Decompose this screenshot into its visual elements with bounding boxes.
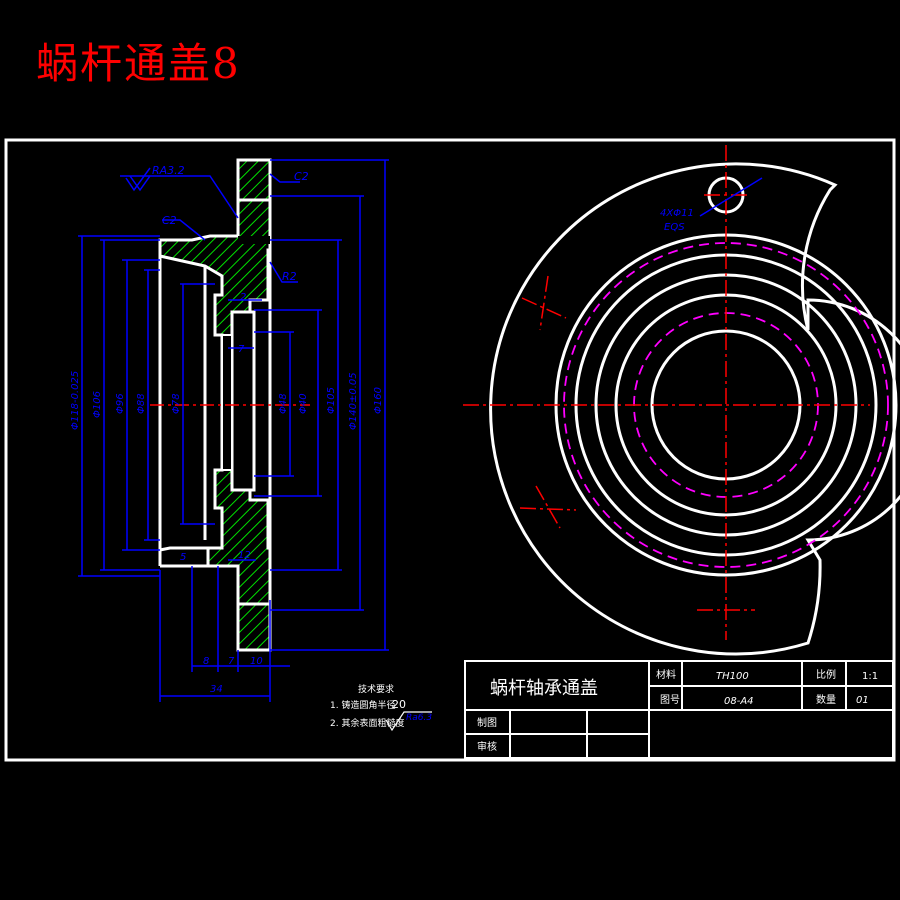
dim-l12: 12 xyxy=(238,550,251,561)
label-ra32: RA3.2 xyxy=(152,164,185,177)
title-block xyxy=(464,660,894,759)
drawing-frame xyxy=(4,138,896,762)
section-view: Φ118-0.025 Φ106 Φ96 Φ88 Φ78 Φ48 Φ40 Φ105… xyxy=(70,158,389,702)
label-eqs: EQS xyxy=(664,222,685,233)
label-c2-top: C2 xyxy=(294,170,309,183)
dim-l7a: 7 xyxy=(238,344,245,355)
dim-d48: Φ48 xyxy=(278,393,289,414)
drawing-no-label: 图号 xyxy=(660,694,680,706)
dim-d140: Φ140±0.05 xyxy=(348,372,359,430)
drawing-no-value: 08-A4 xyxy=(724,696,754,707)
qty-label: 数量 xyxy=(816,693,836,706)
tech-note-1-value: 20 xyxy=(392,698,406,711)
label-holes: 4XΦ11 xyxy=(660,208,694,219)
scale-value: 1:1 xyxy=(862,671,878,682)
tech-notes-heading: 技术要求 xyxy=(358,683,394,695)
dim-d105: Φ105 xyxy=(326,387,337,414)
label-c2-left: C2 xyxy=(162,214,177,227)
dim-d96: Φ96 xyxy=(115,393,126,414)
dim-l7b: 7 xyxy=(228,656,235,667)
checker-label: 审核 xyxy=(477,740,497,753)
diameter-dimensions xyxy=(78,159,389,702)
dim-l10: 10 xyxy=(250,656,263,667)
hatched-section xyxy=(158,158,272,652)
flange-outline xyxy=(489,162,900,656)
label-r2: R2 xyxy=(282,270,297,283)
dim-l8: 8 xyxy=(203,656,209,667)
hidden-circle-outer xyxy=(563,242,889,568)
dim-d88: Φ88 xyxy=(136,393,147,414)
designer-label: 制图 xyxy=(477,716,497,729)
part-name: 蜗杆轴承通盖 xyxy=(490,678,598,699)
dim-d118: Φ118-0.025 xyxy=(70,371,81,430)
dim-d160: Φ160 xyxy=(373,387,384,414)
roughness-symbol xyxy=(125,167,151,192)
dim-d106: Φ106 xyxy=(92,391,103,418)
scale-label: 比例 xyxy=(816,668,836,681)
tech-note-1: 1. 铸造圆角半径 xyxy=(330,699,395,711)
front-view: 4XΦ11 EQS xyxy=(463,145,900,656)
tech-note-2: 2. 其余表面粗糙度 xyxy=(330,717,404,729)
dim-l2: 2 xyxy=(240,292,246,303)
qty-value: 01 xyxy=(856,695,869,706)
page-title: 蜗杆通盖8 xyxy=(36,39,241,88)
dim-l5: 5 xyxy=(180,552,186,563)
material-label: 材料 xyxy=(656,668,676,681)
dim-l34: 34 xyxy=(210,684,223,695)
label-ra-bottom: Ra6.3 xyxy=(406,713,432,723)
dim-d78: Φ78 xyxy=(171,393,182,414)
dim-d40: Φ40 xyxy=(298,393,309,414)
tech-notes: 技术要求 1. 铸造圆角半径 20 2. 其余表面粗糙度 Ra6.3 xyxy=(330,683,432,732)
material-value: TH100 xyxy=(716,671,749,682)
